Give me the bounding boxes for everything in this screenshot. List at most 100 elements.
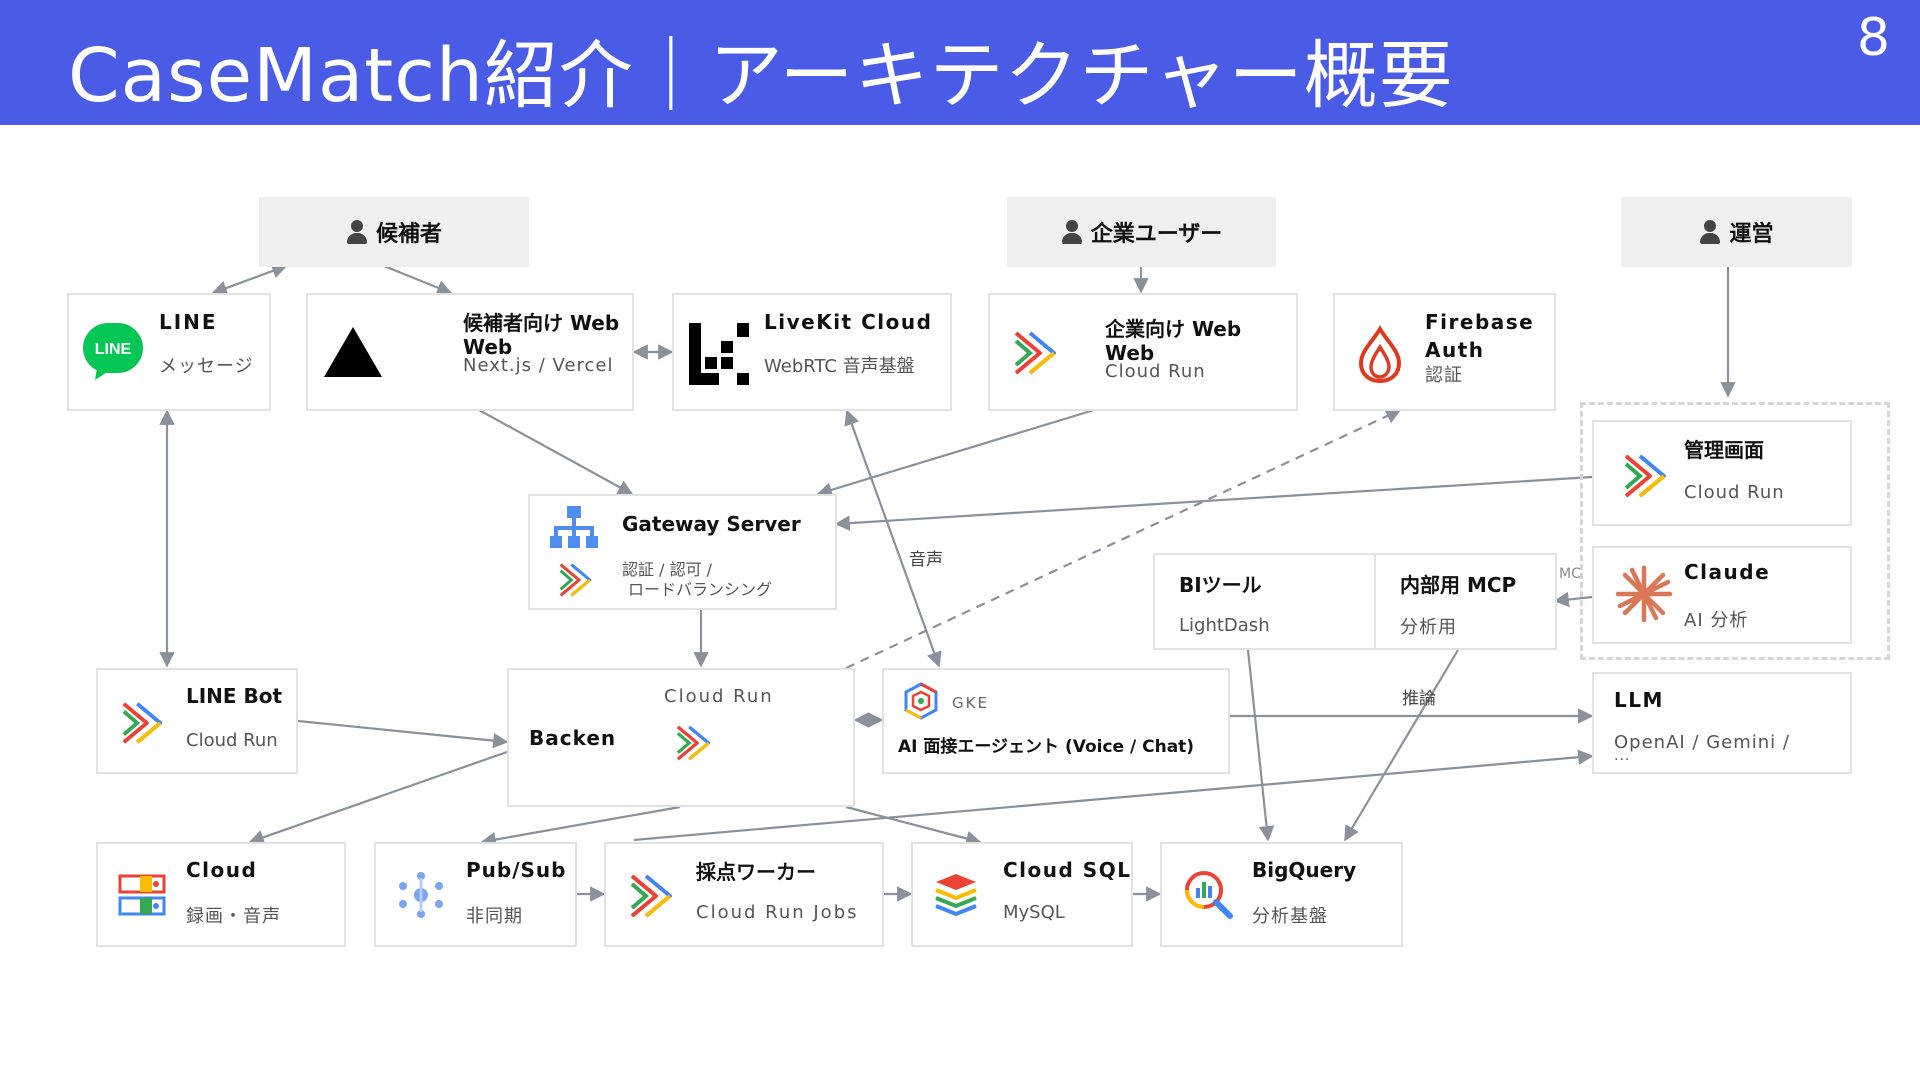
node-claude-sub: AI 分析 xyxy=(1684,610,1749,631)
actor-company-user-label: 企業ユーザー xyxy=(1090,222,1223,247)
node-agent: GKE AI 面接エージェント (Voice / Chat) xyxy=(882,668,1230,774)
node-backend: Cloud Run Backen xyxy=(507,668,855,807)
node-cloud-storage: Cloud 録画・音声 xyxy=(96,842,346,947)
node-candidate-web-sub: Next.js / Vercel xyxy=(463,355,614,376)
node-backend-title: Backen xyxy=(529,726,617,750)
person-icon xyxy=(1061,220,1083,244)
vercel-triangle-icon xyxy=(322,325,384,383)
edge-label-voice: 音声 xyxy=(909,550,943,570)
node-cloud-storage-sub: 録画・音声 xyxy=(186,906,281,927)
node-admin: 管理画面 Cloud Run xyxy=(1592,420,1852,526)
node-candidate-web-title2: Web xyxy=(463,335,513,359)
node-bigquery-title: BigQuery xyxy=(1252,858,1357,882)
edge-bi-bigquery xyxy=(1246,649,1275,842)
node-company-web: 企業向け Web Web Cloud Run xyxy=(988,293,1298,411)
node-agent-title: AI 面接エージェント (Voice / Chat) xyxy=(898,737,1195,757)
actor-operations: 運営 xyxy=(1621,197,1852,267)
header-bar: CaseMatch紹介｜アーキテクチャー概要 8 xyxy=(0,0,1920,125)
edge-backend-pubsub xyxy=(480,805,681,848)
edge-mcp-bigquery xyxy=(1344,649,1459,842)
person-icon xyxy=(346,220,368,244)
cloud-run-icon xyxy=(118,698,168,752)
livekit-logo-icon xyxy=(689,323,751,389)
node-bigquery-sub: 分析基盤 xyxy=(1252,906,1328,927)
node-linebot-sub: Cloud Run xyxy=(186,730,278,751)
node-mcp-sub: 分析用 xyxy=(1400,617,1457,638)
node-bi: BIツール LightDash xyxy=(1153,553,1379,650)
node-company-web-sub: Cloud Run xyxy=(1105,361,1206,382)
firebase-auth-icon xyxy=(1353,325,1407,389)
node-bi-title: BIツール xyxy=(1179,573,1262,597)
node-candidate-web: 候補者向け Web Web Next.js / Vercel xyxy=(306,293,634,411)
cloud-run-icon xyxy=(1010,327,1062,383)
cloud-run-icon xyxy=(1620,450,1672,506)
cloud-run-icon xyxy=(556,560,596,604)
node-candidate-web-title: 候補者向け Web xyxy=(463,311,620,335)
node-bigquery: BigQuery 分析基盤 xyxy=(1160,842,1403,947)
node-mcp-edge-hint: MC xyxy=(1559,566,1581,582)
node-scoring: 採点ワーカー Cloud Run Jobs xyxy=(604,842,884,947)
bigquery-icon xyxy=(1182,868,1236,926)
node-llm: LLM OpenAI / Gemini / ... xyxy=(1592,672,1852,774)
actor-operations-label: 運営 xyxy=(1729,222,1774,247)
node-livekit-sub: WebRTC 音声基盤 xyxy=(764,356,915,377)
page-number: 8 xyxy=(1856,8,1890,68)
gke-icon xyxy=(902,682,940,724)
node-livekit: LiveKit Cloud WebRTC 音声基盤 xyxy=(672,293,952,411)
svg-text:LINE: LINE xyxy=(95,341,132,358)
node-linebot-title: LINE Bot xyxy=(186,684,283,708)
cloud-storage-icon xyxy=(118,872,166,924)
node-llm-sub: OpenAI / Gemini / xyxy=(1614,732,1790,753)
line-logo-icon: LINE xyxy=(83,323,143,381)
node-gateway-title: Gateway Server xyxy=(622,512,801,536)
node-cloudsql-title: Cloud SQL xyxy=(1003,858,1132,882)
node-pubsub-title: Pub/Sub xyxy=(466,858,567,882)
node-line-title: LINE xyxy=(159,310,218,334)
cloud-sql-icon xyxy=(933,872,979,922)
load-balancer-icon xyxy=(550,506,598,556)
node-scoring-title: 採点ワーカー xyxy=(696,860,816,884)
edge-backend-cloudsql xyxy=(845,805,982,846)
node-llm-title: LLM xyxy=(1614,688,1664,712)
node-mcp: 内部用 MCP 分析用 xyxy=(1374,553,1557,650)
page-title: CaseMatch紹介｜アーキテクチャー概要 xyxy=(68,33,1454,119)
node-agent-sub: GKE xyxy=(952,694,989,712)
edge-admin-gateway xyxy=(834,475,1593,531)
node-linebot: LINE Bot Cloud Run xyxy=(96,668,298,774)
cloud-run-icon xyxy=(673,722,715,768)
edge-candidate-web xyxy=(383,264,453,295)
node-llm-sub2: ... xyxy=(1614,748,1631,764)
node-firebase-sub: 認証 xyxy=(1425,365,1463,386)
node-gateway-sub2: ロードバランシング xyxy=(628,580,773,599)
actor-company-user: 企業ユーザー xyxy=(1007,197,1276,267)
person-icon xyxy=(1699,220,1721,244)
node-cloudsql-sub: MySQL xyxy=(1003,902,1065,923)
node-firebase-title: Firebase xyxy=(1425,310,1535,334)
node-company-web-title2: Web xyxy=(1105,341,1155,365)
node-admin-sub: Cloud Run xyxy=(1684,482,1785,503)
edge-web-gateway xyxy=(478,409,634,495)
edge-candidate-line xyxy=(211,263,288,296)
node-claude: Claude AI 分析 xyxy=(1592,546,1852,644)
node-pubsub: Pub/Sub 非同期 xyxy=(374,842,577,947)
edge-label-inference: 推論 xyxy=(1402,689,1436,709)
cloud-run-icon xyxy=(626,870,678,926)
node-cloudsql: Cloud SQL MySQL xyxy=(911,842,1133,947)
node-bi-sub: LightDash xyxy=(1179,615,1270,636)
node-cloud-storage-title: Cloud xyxy=(186,858,258,882)
edge-livekit-agent xyxy=(844,409,942,668)
node-mcp-title: 内部用 MCP xyxy=(1400,573,1517,597)
actor-candidate-label: 候補者 xyxy=(375,222,442,247)
node-firebase: Firebase Auth 認証 xyxy=(1333,293,1556,411)
node-admin-title: 管理画面 xyxy=(1684,438,1764,462)
node-line: LINE LINE メッセージ xyxy=(67,293,271,411)
node-pubsub-sub: 非同期 xyxy=(466,906,523,927)
node-firebase-title2: Auth xyxy=(1425,338,1485,362)
node-backend-sub: Cloud Run xyxy=(664,686,774,707)
node-livekit-title: LiveKit Cloud xyxy=(764,310,933,334)
node-scoring-sub: Cloud Run Jobs xyxy=(696,902,859,923)
admin-group xyxy=(1580,402,1890,660)
edge-linebot-backend xyxy=(297,719,509,749)
pubsub-icon xyxy=(396,870,446,924)
edge-companyweb-gateway xyxy=(816,408,1095,498)
